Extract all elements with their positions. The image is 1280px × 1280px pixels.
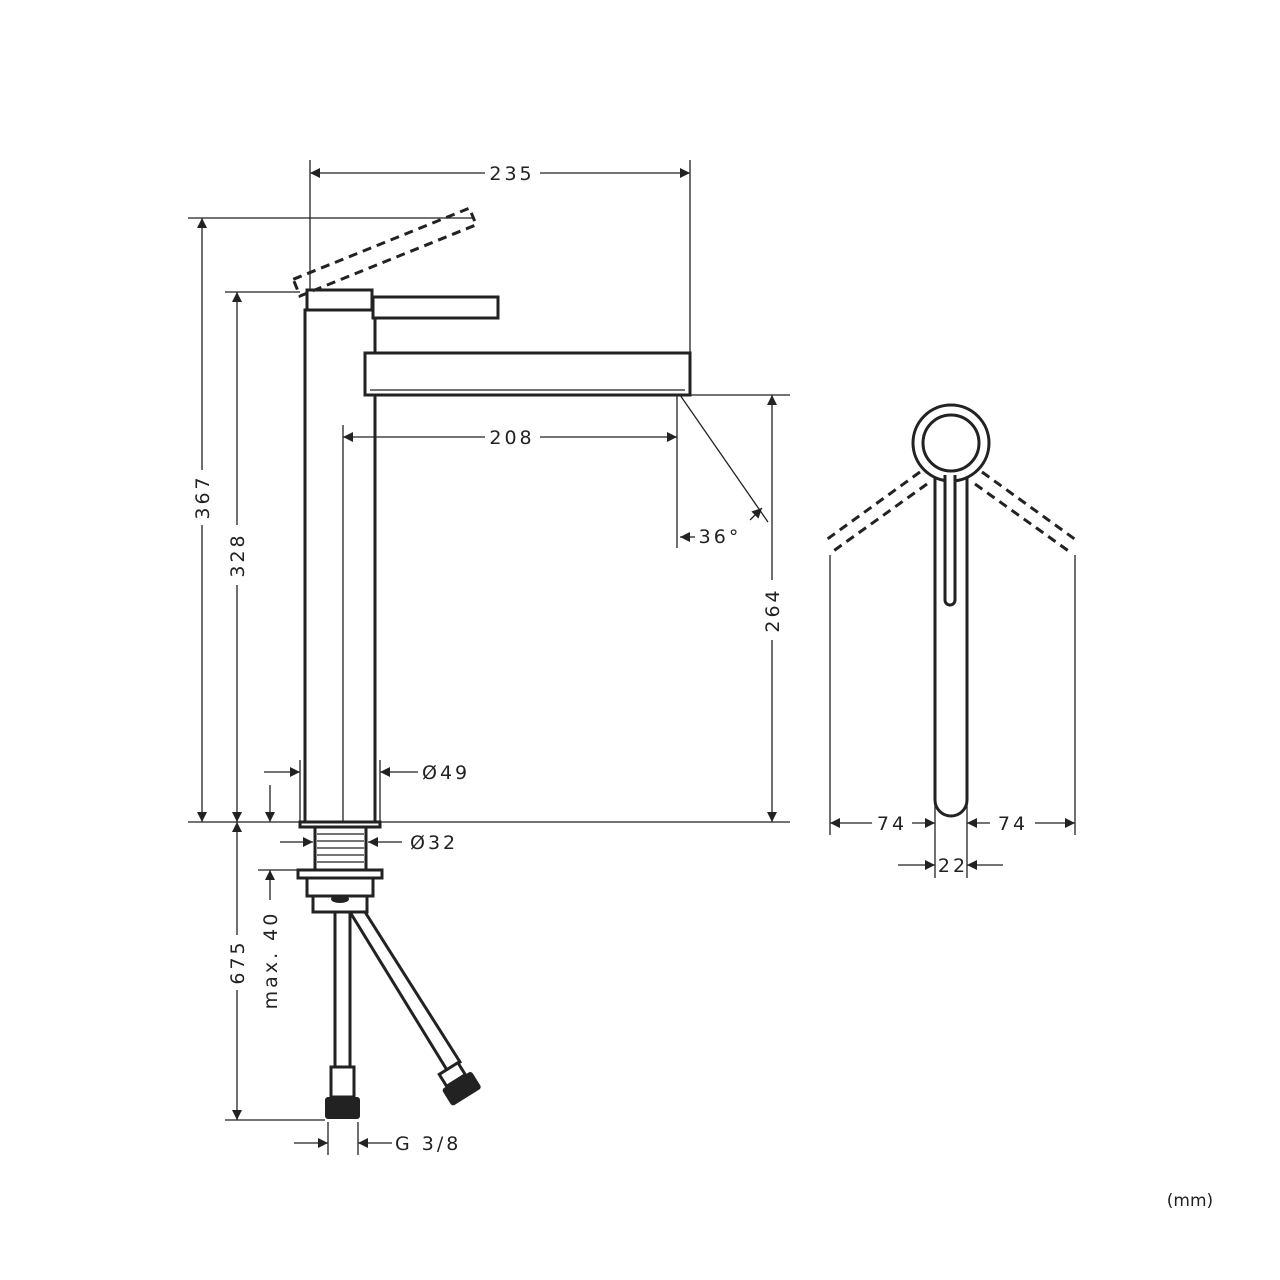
dim-spout-angle: 36° bbox=[699, 526, 742, 548]
body-inner-circle bbox=[921, 413, 981, 473]
units-label: (mm) bbox=[1167, 1191, 1213, 1211]
dim-body-height: 328 bbox=[227, 532, 249, 577]
hose-angled bbox=[347, 910, 463, 1073]
dim-max-deck: max. 40 bbox=[260, 911, 282, 1010]
dim-swivel-right: 74 bbox=[998, 813, 1028, 835]
dim-total-height: 367 bbox=[192, 474, 214, 519]
spout bbox=[363, 351, 692, 397]
dim-handle-width: 22 bbox=[938, 855, 968, 877]
lever-handle bbox=[371, 295, 500, 320]
faucet-top-view bbox=[825, 403, 1077, 878]
hose-fitting-straight bbox=[325, 1097, 360, 1119]
dim-swivel-left: 74 bbox=[877, 813, 907, 835]
dim-body-diameter: Ø49 bbox=[422, 762, 470, 784]
dim-spout-reach: 208 bbox=[489, 427, 534, 449]
dim-thread-diameter: Ø32 bbox=[410, 832, 458, 854]
dim-connection: G 3/8 bbox=[395, 1133, 461, 1155]
hose-fitting-angled bbox=[442, 1072, 481, 1106]
hose-straight bbox=[333, 910, 352, 1069]
swivel-range-dashed bbox=[825, 470, 1077, 554]
lever-raised-dashed bbox=[291, 206, 479, 298]
faucet-side-view bbox=[291, 206, 692, 1119]
dim-spout-height: 264 bbox=[762, 587, 784, 632]
dim-total-width: 235 bbox=[489, 163, 534, 185]
dim-hose-length: 675 bbox=[227, 939, 249, 984]
dimension-lines bbox=[188, 160, 790, 1155]
mounting-nut bbox=[305, 876, 375, 898]
faucet-body bbox=[303, 308, 377, 824]
handle-cap bbox=[305, 288, 374, 312]
